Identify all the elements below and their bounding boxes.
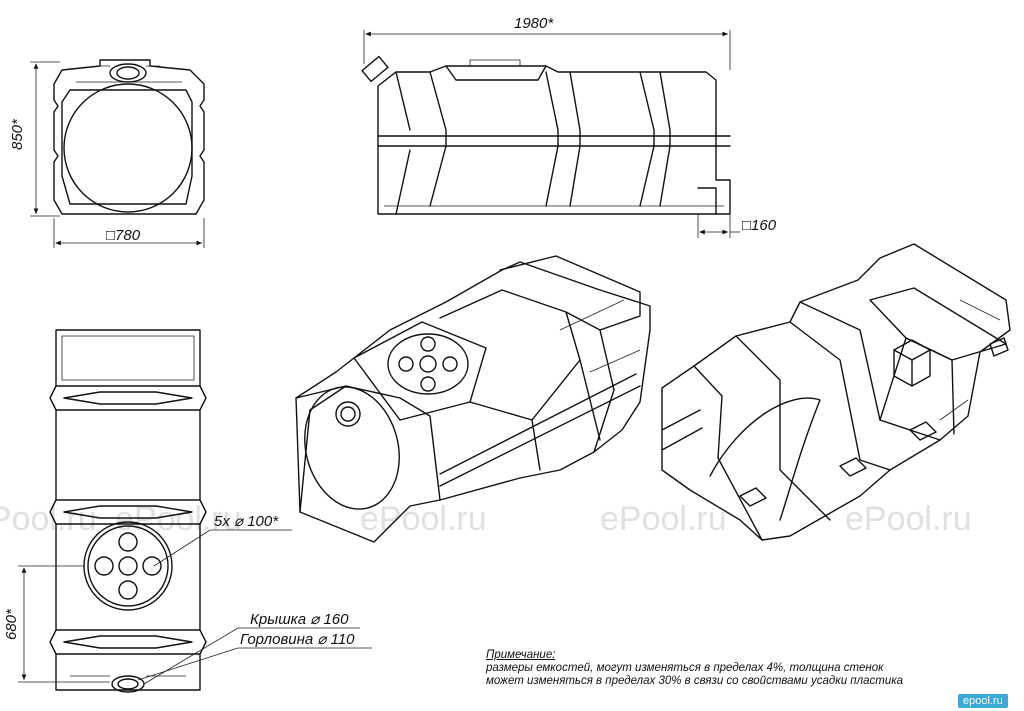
dimension-length: 1980*	[363, 15, 731, 70]
watermark-text: ePool.ru	[600, 500, 727, 538]
end-view	[53, 59, 205, 215]
site-badge: epool.ru	[958, 694, 1008, 708]
isometric-view-bottom	[661, 243, 1011, 541]
dimension-width: □780	[53, 218, 205, 248]
width-label: □780	[106, 227, 141, 244]
side-view	[361, 55, 731, 215]
dimension-drain: □160	[697, 214, 777, 238]
watermark-text: ePool.ru	[0, 500, 97, 538]
height-label: 850*	[9, 118, 26, 150]
dimension-height: 850*	[9, 61, 60, 217]
dimension-section: 680*	[3, 565, 110, 683]
holes-label: 5x ⌀ 100*	[214, 513, 279, 530]
callout-lid-neck: Крышка ⌀ 160 Горловина ⌀ 110	[137, 611, 372, 685]
callout-holes: 5x ⌀ 100*	[153, 513, 292, 567]
isometric-view-top	[295, 255, 651, 543]
note-block: Примечание: размеры емкостей, могут изме…	[486, 649, 1006, 688]
watermark-text: ePool.ru	[845, 500, 972, 538]
lid-label: Крышка ⌀ 160	[250, 611, 349, 628]
neck-label: Горловина ⌀ 110	[240, 631, 355, 648]
note-line-1: размеры емкостей, могут изменяться в пре…	[486, 662, 884, 674]
note-title: Примечание:	[486, 649, 556, 661]
section-label: 680*	[3, 608, 20, 640]
note-line-2: может изменяться в пределах 30% в связи …	[486, 675, 904, 687]
length-label: 1980*	[514, 15, 554, 32]
top-view	[49, 329, 207, 693]
drain-label: □160	[742, 217, 777, 234]
watermark-row: ePool.ru ePool.ru ePool.ru ePool.ru ePoo…	[0, 500, 972, 538]
watermark-text: ePool.ru	[360, 500, 487, 538]
